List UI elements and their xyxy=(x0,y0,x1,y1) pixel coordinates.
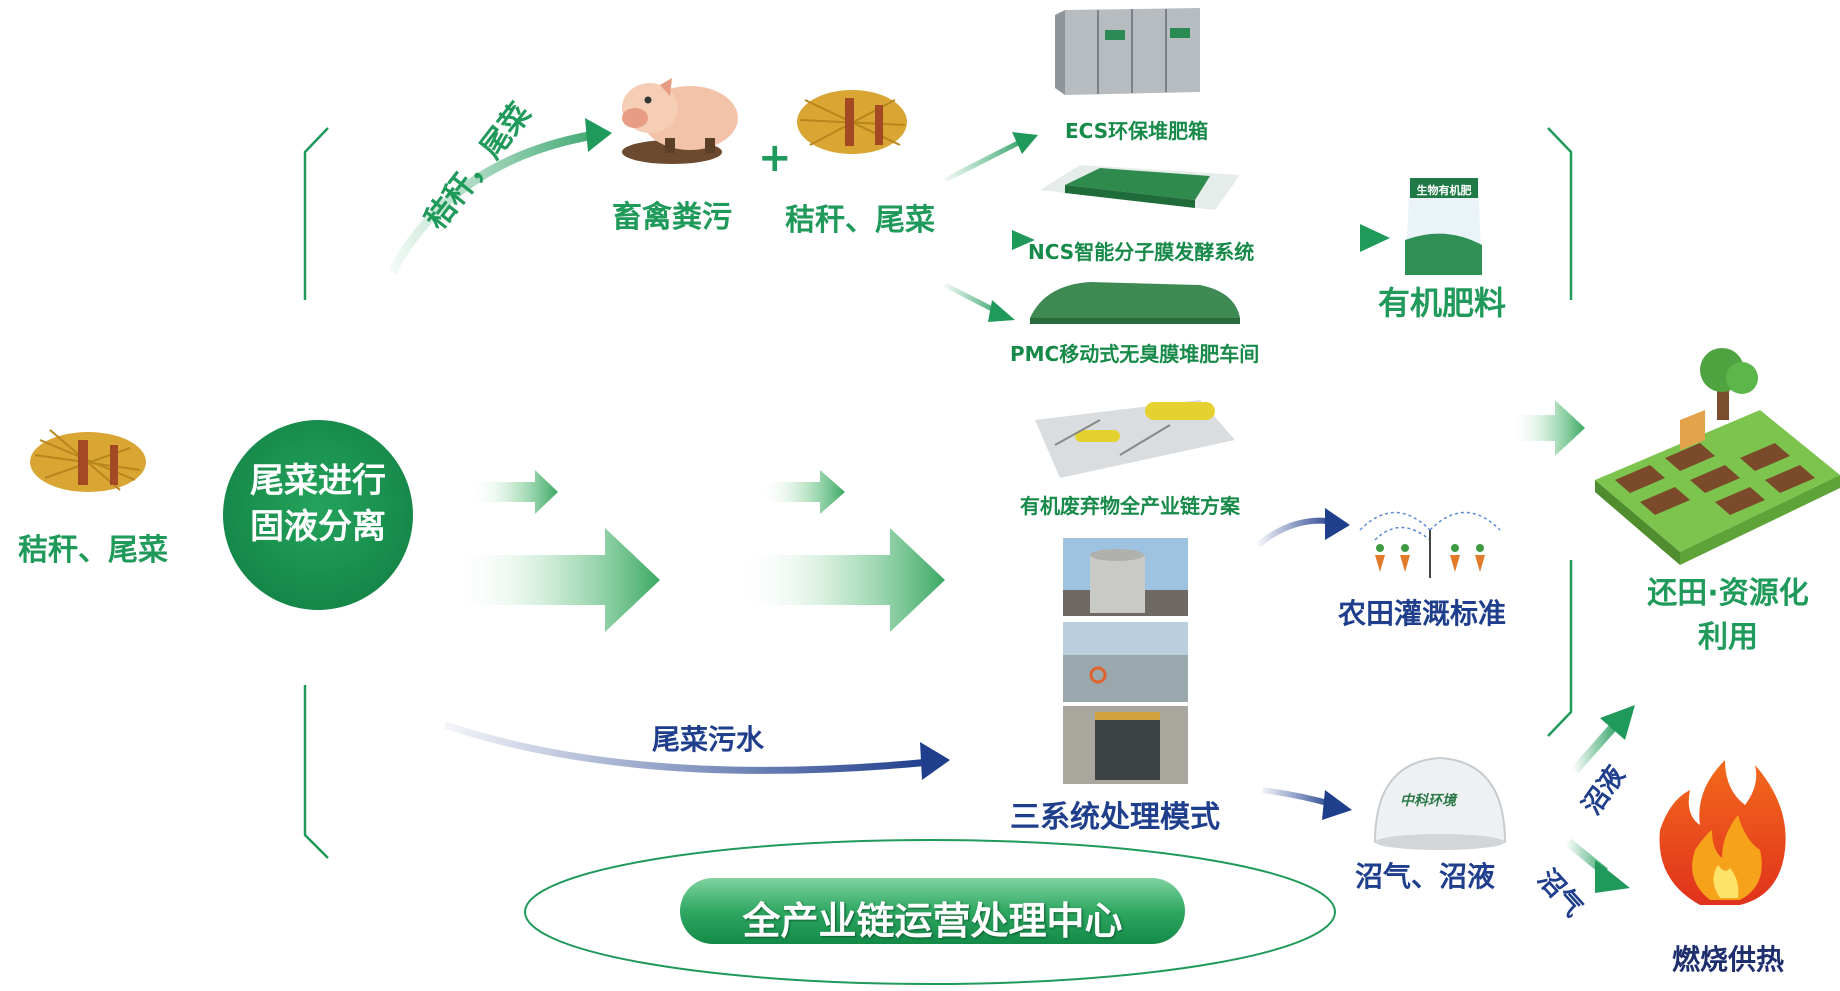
separation-circle xyxy=(223,420,413,610)
carrot-row-icon xyxy=(1375,530,1485,578)
slurry-arrow-head xyxy=(1600,705,1635,740)
curved-arrow-top xyxy=(388,130,595,275)
waste-chain-image xyxy=(1035,400,1235,478)
arrow-to-pmc xyxy=(943,282,1000,315)
curved-arrow-top-head xyxy=(585,118,612,152)
arrow-to-pmc-head xyxy=(988,300,1015,322)
gas-arrow-head xyxy=(1595,860,1630,893)
irrigation-image xyxy=(1359,511,1501,541)
arrow-to-ecs-head xyxy=(1012,132,1038,154)
field-label: 还田·资源化 利用 xyxy=(1618,568,1838,656)
flame-icon xyxy=(1659,760,1786,905)
pmc-label: PMC移动式无臭膜堆肥车间 xyxy=(1010,342,1260,366)
source-label: 秸秆、尾菜 xyxy=(18,533,168,568)
wastewater-arrow-head xyxy=(920,742,950,780)
pool-photo xyxy=(1063,622,1188,702)
equipment-photo xyxy=(1063,706,1188,784)
arrow-to-field xyxy=(1510,400,1585,456)
biogas-dome-image xyxy=(1373,756,1507,850)
waste-chain-label: 有机废弃物全产业链方案 xyxy=(1020,494,1240,518)
fertilizer-bag-image xyxy=(1405,178,1482,275)
pmc-membrane-image xyxy=(1030,282,1240,324)
right-bracket xyxy=(1547,127,1573,737)
block-arrow-big-1 xyxy=(450,528,660,632)
separation-line-2: 固液分离 xyxy=(250,507,386,547)
pig-icon xyxy=(622,78,738,164)
separation-line-1: 尾菜进行 xyxy=(250,461,386,501)
arrow-to-fertilizer-head xyxy=(1360,224,1390,252)
biogas-label: 沼气、沼液 xyxy=(1355,860,1496,893)
irrigation-label: 农田灌溉标准 xyxy=(1338,597,1507,630)
farm-field-image xyxy=(1595,348,1840,565)
center-ellipse xyxy=(524,839,1336,985)
heat-label: 燃烧供热 xyxy=(1672,943,1785,976)
block-arrow-small-1 xyxy=(470,470,558,514)
ncs-label: NCS智能分子膜发酵系统 xyxy=(1028,240,1255,264)
ecs-label: ECS环保堆肥箱 xyxy=(1065,119,1209,143)
wastewater-arrow xyxy=(443,721,931,774)
plus-sign: + xyxy=(758,135,792,181)
field-label-line-2: 利用 xyxy=(1698,620,1758,655)
center-pill-label: 全产业链运营处理中心 xyxy=(742,899,1123,943)
field-label-line-1: 还田·资源化 xyxy=(1647,576,1809,611)
arrow-to-irrigation xyxy=(1256,517,1336,548)
left-bracket xyxy=(303,127,329,859)
straw-bundle-left-icon xyxy=(30,429,146,492)
arrow-to-ecs xyxy=(943,139,1022,183)
center-pill xyxy=(680,878,1185,944)
straw-bundle-top-icon xyxy=(797,90,907,154)
tank-photo xyxy=(1063,538,1188,616)
separation-circle-text: 尾菜进行 固液分离 xyxy=(230,458,406,550)
fertilizer-bag-text: 生物有机肥 xyxy=(1416,184,1472,197)
block-arrow-small-2 xyxy=(760,470,845,514)
arrow-to-irrigation-head xyxy=(1325,508,1350,540)
wastewater-label: 尾菜污水 xyxy=(652,723,765,756)
fertilizer-label: 有机肥料 xyxy=(1378,284,1507,322)
ncs-membrane-image xyxy=(1040,165,1240,210)
ecs-container-image xyxy=(1055,8,1200,95)
livestock-label: 畜禽粪污 xyxy=(612,200,732,235)
three-system-label: 三系统处理模式 xyxy=(1010,800,1220,835)
arrow-to-biogas-head xyxy=(1322,790,1352,820)
dome-text: 中科环境 xyxy=(1400,793,1456,809)
straw-label: 秸秆、尾菜 xyxy=(785,203,935,238)
slurry-arrow xyxy=(1571,722,1619,773)
block-arrow-big-2 xyxy=(735,528,945,632)
arrow-to-ncs-head xyxy=(1012,230,1035,250)
